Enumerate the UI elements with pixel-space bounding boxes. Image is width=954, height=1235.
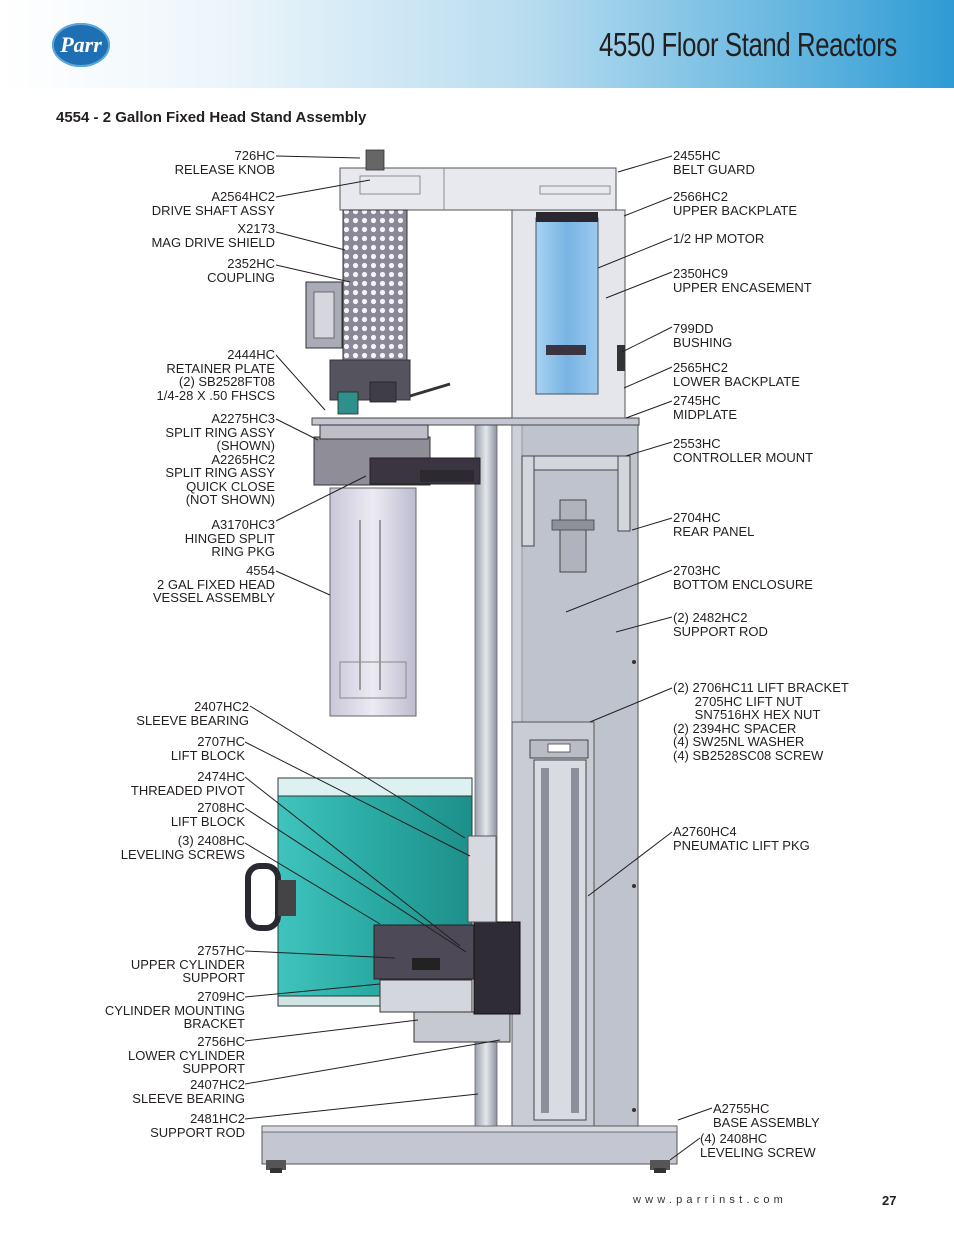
label-upper-encasement: 2350HC9 UPPER ENCASEMENT [673, 266, 812, 295]
label-drive-shaft-assy: A2564HC2 DRIVE SHAFT ASSY [151, 189, 275, 218]
label-sleeve-bearing-lower: 2407HC2 SLEEVE BEARING [132, 1077, 245, 1106]
label-base-assembly: A2755HC BASE ASSEMBLY [713, 1101, 820, 1130]
base-assembly-part [261, 1125, 678, 1173]
label-leveling-screw: (4) 2408HC LEVELING SCREW [700, 1131, 816, 1160]
label-cylinder-mounting-bracket: 2709HC CYLINDER MOUNTING BRACKET [104, 989, 245, 1031]
label-release-knob: 726HC RELEASE KNOB [174, 148, 275, 177]
vessel-assembly-part [329, 487, 417, 717]
upper-encasement-part [511, 209, 626, 419]
parr-logo: Parr [52, 23, 110, 67]
label-hinged-split-ring: A3170HC3 HINGED SPLIT RING PKG [184, 517, 275, 559]
label-motor: 1/2 HP MOTOR [673, 231, 765, 246]
label-support-rod-right: (2) 2482HC2 SUPPORT ROD [673, 610, 768, 639]
label-belt-guard: 2455HC BELT GUARD [673, 148, 755, 177]
label-lift-bracket: (2) 2706HC11 LIFT BRACKET 2705HC LIFT NU… [673, 680, 849, 763]
split-ring-assembly-part [313, 424, 481, 486]
label-lower-backplate: 2565HC2 LOWER BACKPLATE [673, 360, 800, 389]
document-title: 4550 Floor Stand Reactors [599, 26, 897, 63]
label-controller-mount: 2553HC CONTROLLER MOUNT [673, 436, 814, 465]
pneumatic-lift-part [511, 721, 595, 1127]
label-support-rod-left: 2481HC2 SUPPORT ROD [150, 1111, 245, 1140]
drive-components-part [305, 281, 451, 415]
page-number: 27 [882, 1193, 897, 1208]
label-vessel-assembly: 4554 2 GAL FIXED HEAD VESSEL ASSEMBLY [152, 563, 275, 605]
mag-drive-shield-part [342, 209, 408, 363]
label-split-ring-assy: A2275HC3 SPLIT RING ASSY (SHOWN) A2265HC… [165, 411, 275, 507]
label-coupling: 2352HC COUPLING [207, 256, 275, 285]
belt-guard-part [339, 149, 617, 211]
leader-lines [244, 155, 713, 1161]
label-lift-block-2708: 2708HC LIFT BLOCK [170, 800, 245, 829]
label-upper-cylinder-support: 2757HC UPPER CYLINDER SUPPORT [130, 943, 245, 985]
label-lower-cylinder-support: 2756HC LOWER CYLINDER SUPPORT [127, 1034, 245, 1076]
label-midplate: 2745HC MIDPLATE [673, 393, 738, 422]
label-pneumatic-lift: A2760HC4 PNEUMATIC LIFT PKG [673, 824, 810, 853]
label-upper-backplate: 2566HC2 UPPER BACKPLATE [673, 189, 798, 218]
controller-mount-part [521, 455, 631, 573]
footer-url: www.parrinst.com [633, 1194, 787, 1206]
label-sleeve-bearing-upper: 2407HC2 SLEEVE BEARING [136, 699, 249, 728]
label-rear-panel: 2704HC REAR PANEL [673, 510, 755, 539]
label-bushing: 799DD BUSHING [673, 321, 733, 350]
label-leveling-screws: (3) 2408HC LEVELING SCREWS [120, 833, 245, 862]
page-header: Parr 4550 Floor Stand Reactors [0, 0, 954, 88]
label-bottom-enclosure: 2703HC BOTTOM ENCLOSURE [673, 563, 813, 592]
label-mag-drive-shield: X2173 MAG DRIVE SHIELD [151, 221, 275, 250]
cylinder-support-part [373, 835, 521, 1043]
label-retainer-plate: 2444HC RETAINER PLATE (2) SB2528FT08 1/4… [156, 347, 276, 403]
label-lift-block-2707: 2707HC LIFT BLOCK [170, 734, 245, 763]
midplate-part [311, 417, 640, 426]
label-threaded-pivot: 2474HC THREADED PIVOT [130, 769, 245, 798]
section-title: 4554 - 2 Gallon Fixed Head Stand Assembl… [56, 109, 367, 126]
